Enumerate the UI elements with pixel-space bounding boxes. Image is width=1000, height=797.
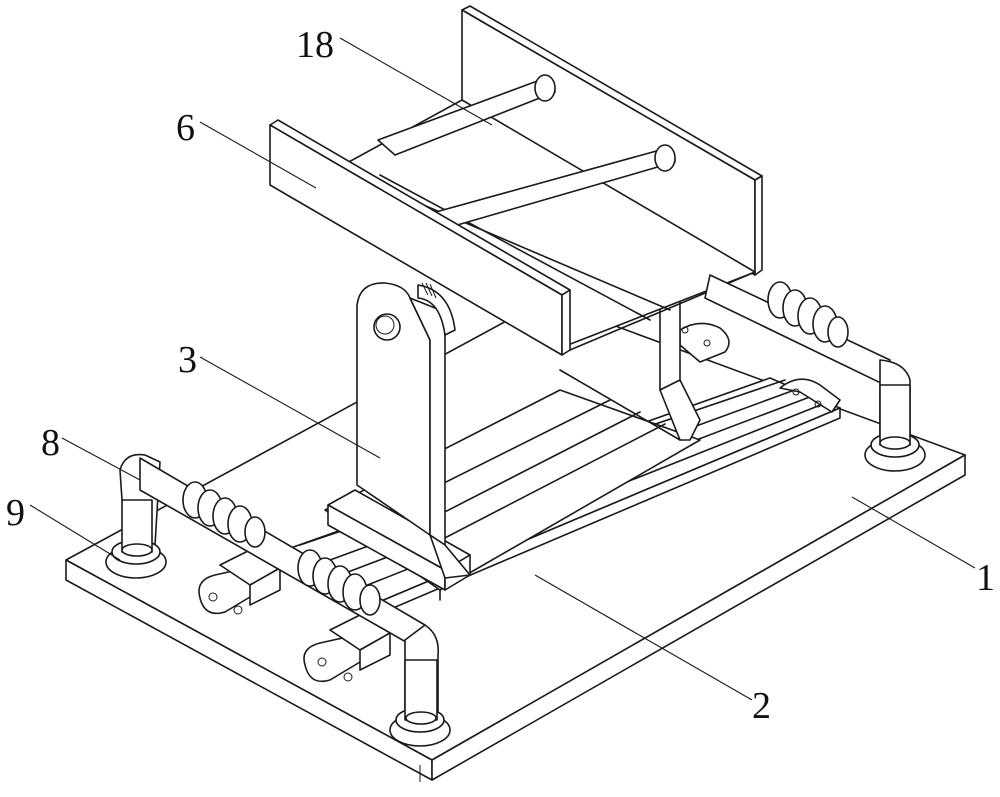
grip-left bbox=[182, 481, 266, 548]
pivot-bracket bbox=[327, 282, 471, 591]
leader-18 bbox=[339, 37, 493, 126]
grip-rear bbox=[767, 281, 849, 348]
grip-right bbox=[297, 549, 381, 616]
roller-1 bbox=[377, 74, 556, 156]
label-2: 2 bbox=[752, 685, 771, 727]
leader-2 bbox=[534, 574, 753, 701]
u-channel-tray bbox=[269, 5, 763, 356]
clamp-bracket-3 bbox=[679, 322, 730, 363]
foot-front-left bbox=[105, 499, 167, 579]
label-1: 1 bbox=[976, 557, 995, 599]
label-18: 18 bbox=[296, 24, 334, 66]
leader-6 bbox=[199, 121, 317, 189]
foot-rear-right bbox=[864, 384, 926, 472]
leader-9 bbox=[29, 504, 121, 561]
label-6: 6 bbox=[176, 107, 195, 149]
clamp-bracket-1 bbox=[198, 549, 281, 615]
clamp-bracket-2 bbox=[303, 614, 391, 683]
support-post bbox=[559, 289, 701, 441]
label-9: 9 bbox=[6, 492, 25, 534]
label-8: 8 bbox=[41, 422, 60, 464]
leader-3 bbox=[199, 356, 381, 459]
leader-8 bbox=[61, 437, 141, 481]
roller-2 bbox=[424, 144, 676, 231]
label-3: 3 bbox=[178, 339, 197, 381]
foot-front-right bbox=[389, 659, 451, 747]
leader-1 bbox=[851, 496, 976, 569]
